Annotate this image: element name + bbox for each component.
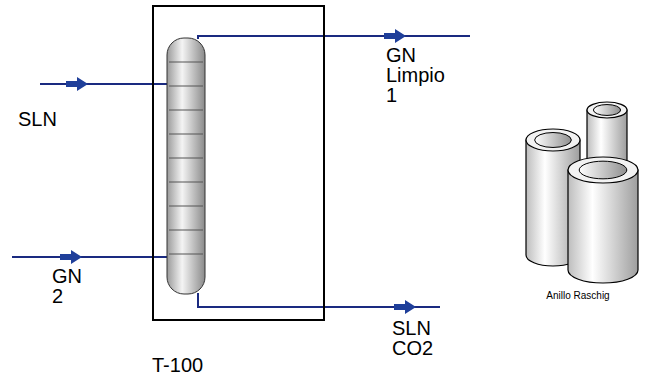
stream-arrow (384, 29, 406, 43)
column-tray (169, 158, 203, 159)
packing-label: Anillo Raschig (546, 290, 609, 302)
column-tray (169, 182, 203, 183)
stream-label: SLN (18, 109, 57, 129)
column-tray (169, 254, 203, 255)
stream-arrow (394, 300, 416, 314)
column-tray (169, 110, 203, 111)
absorber-column (167, 38, 205, 294)
stream-line (198, 36, 470, 39)
column-tray (169, 62, 203, 63)
stream-label: SLN CO2 (392, 318, 433, 358)
column-tray (169, 86, 203, 87)
raschig-rings (526, 102, 638, 283)
stream-line (12, 256, 167, 258)
unit-tag: T-100 (152, 355, 203, 375)
stream-line (40, 83, 167, 85)
stream-label: GN 2 (52, 266, 82, 306)
column-tray (169, 206, 203, 207)
stream-arrow (66, 77, 88, 91)
raschig-ring (568, 157, 638, 283)
stream-label: GN Limpio 1 (386, 45, 445, 105)
column-tray (169, 134, 203, 135)
column-tray (169, 230, 203, 231)
stream-arrow (60, 250, 82, 264)
unit-frame: T-100 (152, 5, 325, 321)
